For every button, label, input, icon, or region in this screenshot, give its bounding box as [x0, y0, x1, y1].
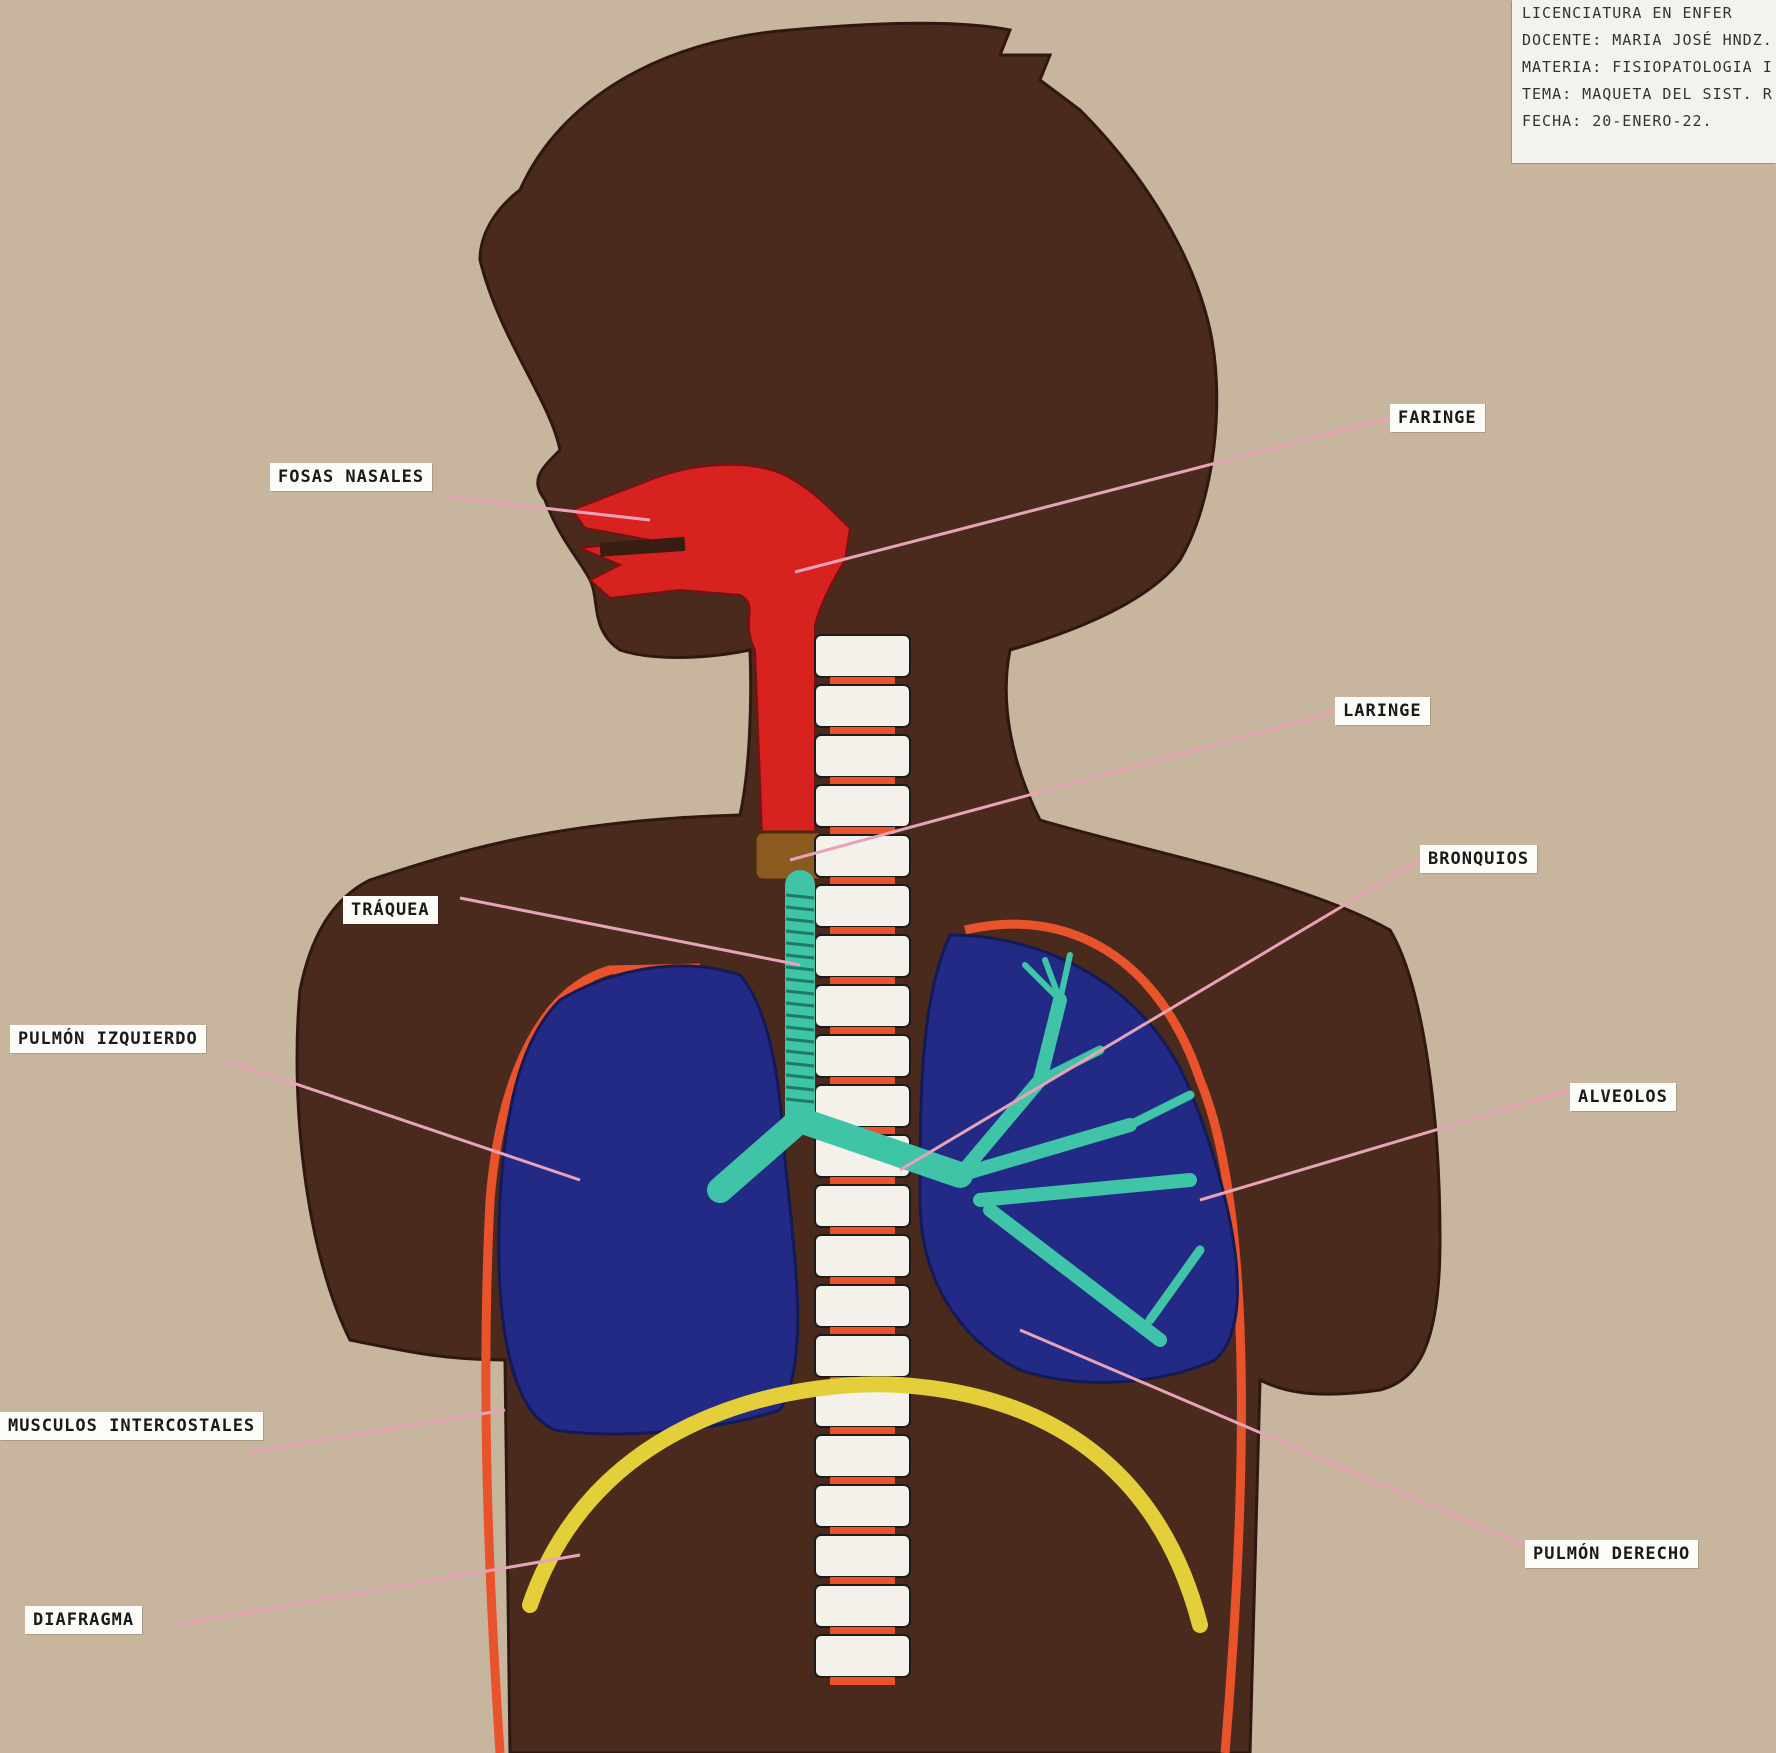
intervertebral-disc [830, 977, 895, 985]
intervertebral-disc [830, 677, 895, 685]
vertebra [815, 1435, 910, 1477]
intervertebral-disc [830, 727, 895, 735]
vertebra [815, 1635, 910, 1677]
vertebra [815, 1585, 910, 1627]
label-diafragma: DIAFRAGMA [25, 1606, 142, 1634]
vertebra [815, 1285, 910, 1327]
vertebra [815, 1535, 910, 1577]
label-traquea: TRÁQUEA [343, 896, 438, 924]
vertebra [815, 1335, 910, 1377]
label-bronquios: BRONQUIOS [1420, 845, 1537, 873]
label-pulmon-derecho: PULMÓN DERECHO [1525, 1540, 1698, 1568]
intervertebral-disc [830, 877, 895, 885]
label-musculos-intercostales: MUSCULOS INTERCOSTALES [0, 1412, 263, 1440]
vertebra [815, 785, 910, 827]
intervertebral-disc [830, 1427, 895, 1435]
vertebra [815, 735, 910, 777]
intervertebral-disc [830, 1277, 895, 1285]
label-fosas-nasales: FOSAS NASALES [270, 463, 432, 491]
vertebra [815, 1485, 910, 1527]
vertebra [815, 935, 910, 977]
vertebra [815, 985, 910, 1027]
left-lung [499, 966, 798, 1434]
intervertebral-disc [830, 1477, 895, 1485]
intervertebral-disc [830, 1527, 895, 1535]
intervertebral-disc [830, 1627, 895, 1635]
info-line: TEMA: MAQUETA DEL SIST. R [1512, 81, 1776, 108]
label-pulmon-izquierdo: PULMÓN IZQUIERDO [10, 1025, 206, 1053]
label-laringe: LARINGE [1335, 697, 1430, 725]
vertebra [815, 1235, 910, 1277]
intervertebral-disc [830, 927, 895, 935]
intervertebral-disc [830, 1327, 895, 1335]
label-faringe: FARINGE [1390, 404, 1485, 432]
vertebra [815, 635, 910, 677]
info-card: LICENCIATURA EN ENFER DOCENTE: MARIA JOS… [1512, 0, 1776, 163]
intervertebral-disc [830, 1077, 895, 1085]
intervertebral-disc [830, 1177, 895, 1185]
info-line: DOCENTE: MARIA JOSÉ HNDZ. [1512, 27, 1776, 54]
vertebra [815, 685, 910, 727]
intervertebral-disc [830, 1677, 895, 1685]
vertebra [815, 1185, 910, 1227]
label-alveolos: ALVEOLOS [1570, 1083, 1676, 1111]
intervertebral-disc [830, 1227, 895, 1235]
intervertebral-disc [830, 1027, 895, 1035]
intervertebral-disc [830, 1577, 895, 1585]
info-line: MATERIA: FISIOPATOLOGIA I [1512, 54, 1776, 81]
vertebra [815, 885, 910, 927]
intervertebral-disc [830, 777, 895, 785]
info-line: LICENCIATURA EN ENFER [1512, 0, 1776, 27]
info-line: FECHA: 20-ENERO-22. [1512, 108, 1776, 135]
vertebra [815, 1035, 910, 1077]
